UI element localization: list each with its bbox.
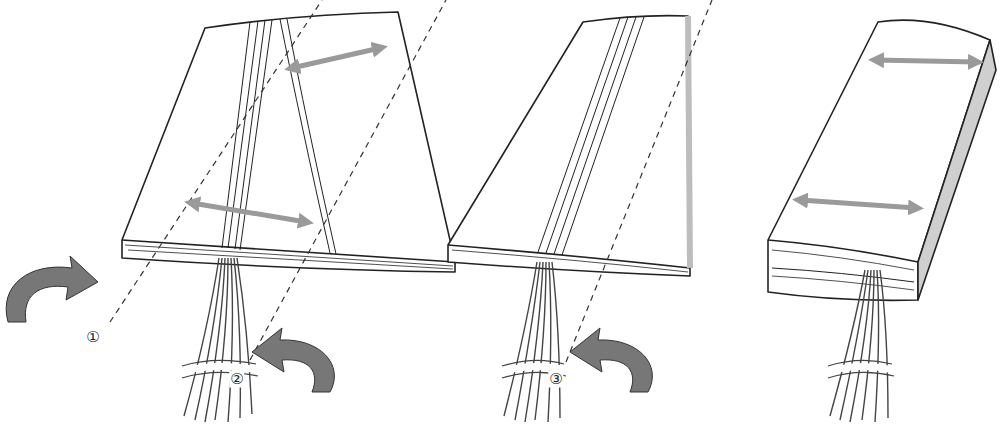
fringe-3 xyxy=(826,270,894,422)
width-arrow xyxy=(192,48,380,222)
fold-arrow xyxy=(6,256,334,392)
fold-arrow xyxy=(570,328,652,392)
callout-number: ② xyxy=(229,371,244,388)
width-arrow xyxy=(800,60,976,208)
fringe-1 xyxy=(180,258,258,422)
cloth-stage-3 xyxy=(768,20,996,300)
fringe-2 xyxy=(500,262,566,422)
fold-line xyxy=(566,0,712,362)
callout-number: ③ xyxy=(548,371,563,388)
callout-number: ① xyxy=(85,329,100,346)
fold-line xyxy=(110,0,446,360)
